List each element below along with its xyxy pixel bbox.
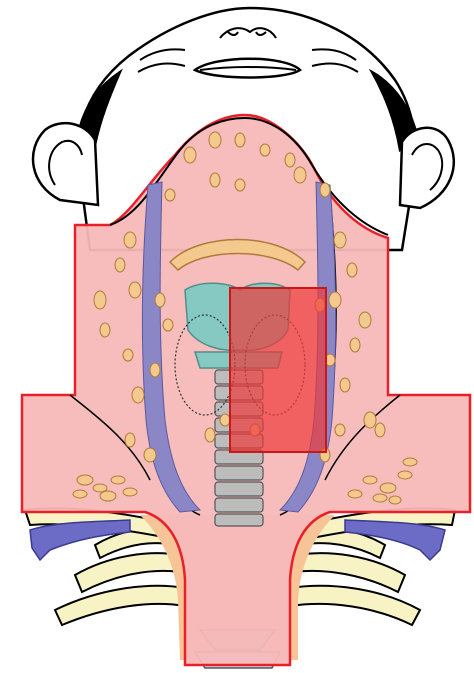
rib-3-right [290,586,420,625]
boost-box [230,288,326,452]
rib-3-left [55,586,185,625]
left-ear [33,123,98,205]
right-ear [400,128,454,208]
